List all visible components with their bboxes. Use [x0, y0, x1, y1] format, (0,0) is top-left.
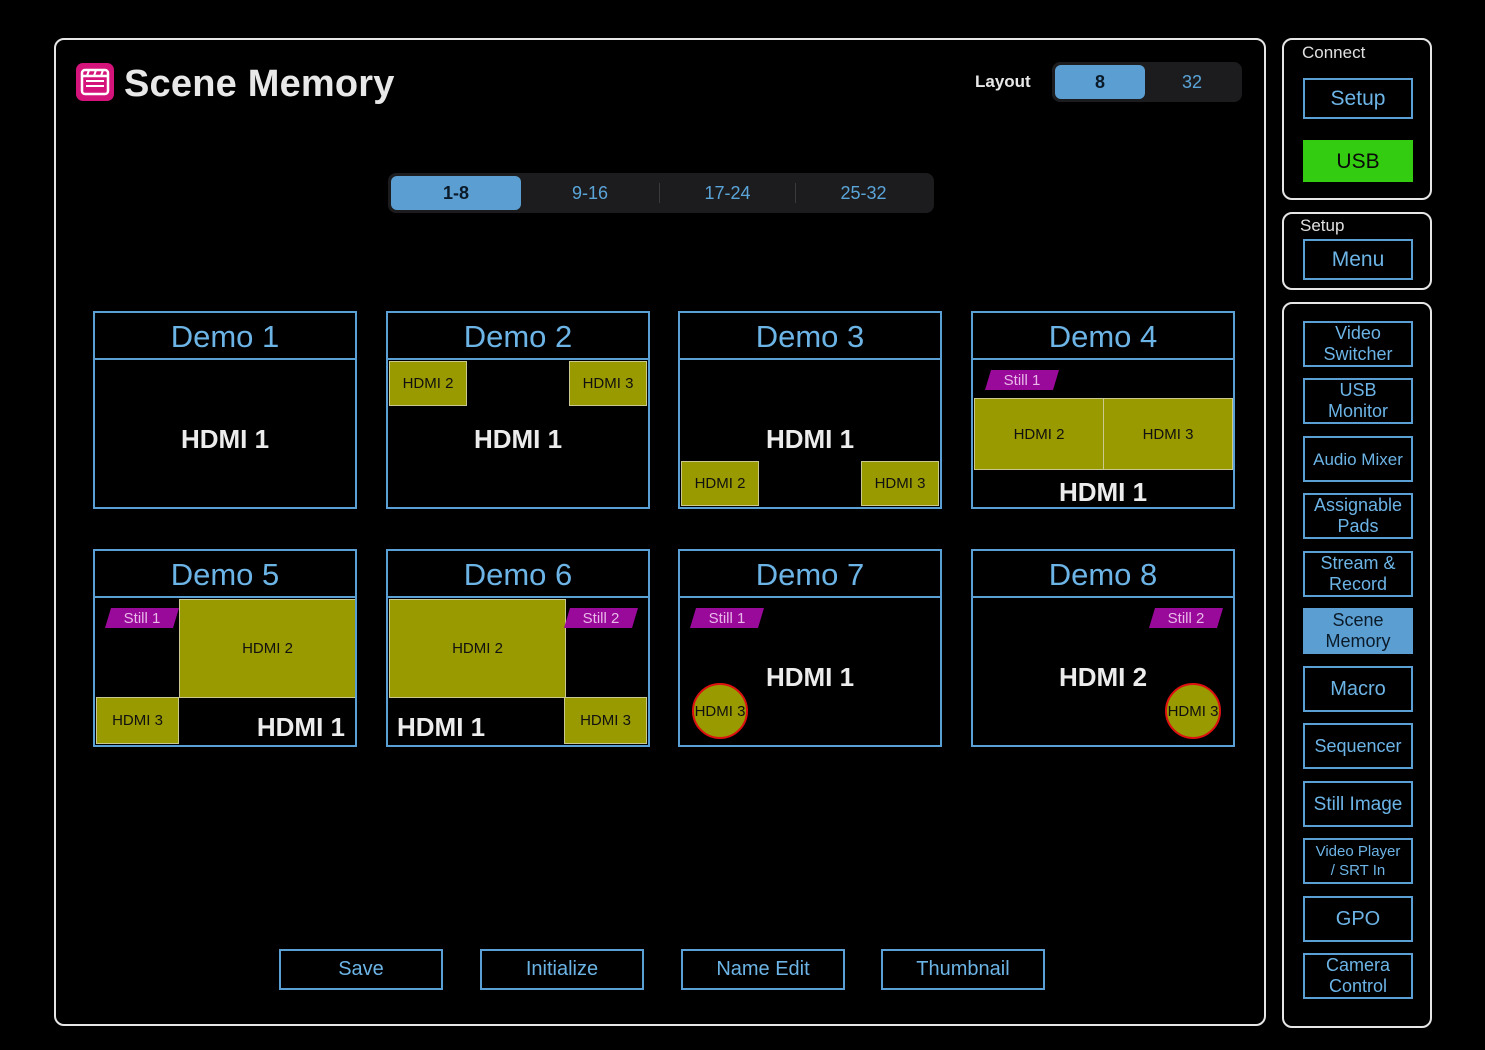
layout-label: Layout [975, 72, 1031, 91]
tab-range-17-24[interactable]: 17-24 [704, 182, 751, 203]
tab-range-25-32[interactable]: 25-32 [840, 182, 887, 203]
scene-tile-4[interactable]: Demo 4 Still 1 HDMI 2 HDMI 3 HDMI 1 [971, 311, 1235, 509]
menu-button[interactable]: Menu [1303, 239, 1413, 280]
setup-panel [1282, 212, 1432, 290]
nav-video-switcher[interactable]: Video Switcher [1303, 321, 1413, 367]
usb-button[interactable]: USB [1303, 140, 1413, 182]
nav-label: Audio Mixer [1313, 449, 1403, 469]
setup-label: Setup [1300, 216, 1345, 235]
source-left: HDMI 2 [974, 398, 1104, 470]
nav-label: Assignable Pads [1313, 495, 1403, 536]
main-source: HDMI 1 [1058, 477, 1148, 507]
nav-gpo[interactable]: GPO [1303, 896, 1413, 942]
nav-assignable-pads[interactable]: Assignable Pads [1303, 493, 1413, 539]
nav-macro[interactable]: Macro [1303, 666, 1413, 712]
main-source: HDMI 1 [256, 712, 345, 742]
setup-button[interactable]: Setup [1303, 78, 1413, 119]
nav-label: Stream & Record [1320, 553, 1396, 594]
scene-tile-2[interactable]: Demo 2 HDMI 2 HDMI 3 HDMI 1 [386, 311, 650, 509]
scene-name: Demo 2 [388, 313, 648, 360]
nav-sequencer[interactable]: Sequencer [1303, 723, 1413, 769]
tab-separator [659, 183, 660, 203]
scene-tile-3[interactable]: Demo 3 HDMI 1 HDMI 2 HDMI 3 [678, 311, 942, 509]
scene-preview: Still 1 HDMI 1 HDMI 3 [680, 598, 940, 745]
scene-preview: HDMI 2 Still 2 HDMI 3 HDMI 1 [388, 598, 648, 745]
nav-usb-monitor[interactable]: USB Monitor [1303, 378, 1413, 424]
page-title: Scene Memory [124, 63, 395, 105]
main-source: HDMI 1 [765, 662, 855, 692]
nav-label: Video Player / SRT In [1315, 843, 1401, 879]
scene-preview: Still 1 HDMI 2 HDMI 3 HDMI 1 [973, 360, 1233, 507]
main-panel [54, 38, 1266, 1026]
connect-label: Connect [1302, 43, 1366, 62]
nav-label: Video Switcher [1323, 323, 1393, 364]
nav-label: GPO [1335, 907, 1381, 930]
pip-source-left: HDMI 2 [681, 461, 759, 506]
scene-name: Demo 8 [973, 551, 1233, 598]
nav-video-player-srt-in[interactable]: Video Player / SRT In [1303, 838, 1413, 884]
pip-source-left: HDMI 2 [389, 361, 467, 406]
nav-label: Scene Memory [1325, 610, 1391, 651]
scene-name: Demo 7 [680, 551, 940, 598]
nav-still-image[interactable]: Still Image [1303, 781, 1413, 827]
still-tag: Still 2 [1149, 608, 1223, 628]
circle-source: HDMI 3 [1165, 683, 1221, 739]
main-source: HDMI 1 [397, 712, 486, 742]
scene-name: Demo 1 [95, 313, 355, 360]
source-right: HDMI 3 [1103, 398, 1233, 470]
layout-option-32[interactable]: 32 [1181, 71, 1203, 92]
scene-tile-5[interactable]: Demo 5 Still 1 HDMI 2 HDMI 3 HDMI 1 [93, 549, 357, 747]
nav-label: USB Monitor [1327, 380, 1389, 421]
scene-tile-1[interactable]: Demo 1 HDMI 1 [93, 311, 357, 509]
scene-name: Demo 5 [95, 551, 355, 598]
source-big: HDMI 2 [389, 599, 566, 698]
name-edit-button[interactable]: Name Edit [681, 949, 845, 990]
main-source: HDMI 1 [765, 424, 855, 454]
save-button[interactable]: Save [279, 949, 443, 990]
scene-tile-6[interactable]: Demo 6 HDMI 2 Still 2 HDMI 3 HDMI 1 [386, 549, 650, 747]
still-tag: Still 1 [690, 608, 764, 628]
scene-preview: Still 1 HDMI 2 HDMI 3 HDMI 1 [95, 598, 355, 745]
still-tag: Still 1 [985, 370, 1059, 390]
thumbnail-button[interactable]: Thumbnail [881, 949, 1045, 990]
tab-range-9-16[interactable]: 9-16 [571, 182, 609, 203]
scene-name: Demo 4 [973, 313, 1233, 360]
scene-name: Demo 3 [680, 313, 940, 360]
nav-label: Still Image [1313, 793, 1403, 815]
nav-audio-mixer[interactable]: Audio Mixer [1303, 436, 1413, 482]
main-source: HDMI 1 [473, 424, 563, 454]
pip-source-right: HDMI 3 [569, 361, 647, 406]
nav-panel [1282, 302, 1432, 1028]
scene-tile-8[interactable]: Demo 8 Still 2 HDMI 2 HDMI 3 [971, 549, 1235, 747]
source-small: HDMI 3 [564, 697, 647, 744]
layout-option-8[interactable]: 8 [1055, 65, 1145, 99]
scene-memory-icon [76, 63, 114, 101]
pip-source-right: HDMI 3 [861, 461, 939, 506]
scene-preview: HDMI 2 HDMI 3 HDMI 1 [388, 360, 648, 507]
layout-segmented-control: 8 32 [1052, 62, 1242, 102]
range-tabs: 1-8 9-16 17-24 25-32 [388, 173, 934, 213]
scene-tile-7[interactable]: Demo 7 Still 1 HDMI 1 HDMI 3 [678, 549, 942, 747]
still-tag: Still 2 [564, 608, 638, 628]
scene-preview: HDMI 1 [95, 360, 355, 507]
source-big: HDMI 2 [179, 599, 355, 698]
connect-panel [1282, 38, 1432, 200]
tab-range-1-8[interactable]: 1-8 [391, 176, 521, 210]
nav-label: Camera Control [1325, 955, 1391, 996]
tab-separator [795, 183, 796, 203]
nav-label: Sequencer [1314, 735, 1402, 756]
nav-camera-control[interactable]: Camera Control [1303, 953, 1413, 999]
main-source: HDMI 1 [180, 424, 270, 454]
main-source: HDMI 2 [1058, 662, 1148, 692]
nav-stream-record[interactable]: Stream & Record [1303, 551, 1413, 597]
initialize-button[interactable]: Initialize [480, 949, 644, 990]
nav-scene-memory[interactable]: Scene Memory [1303, 608, 1413, 654]
circle-source: HDMI 3 [692, 683, 748, 739]
still-tag: Still 1 [105, 608, 179, 628]
scene-name: Demo 6 [388, 551, 648, 598]
source-small: HDMI 3 [96, 697, 179, 744]
scene-preview: HDMI 1 HDMI 2 HDMI 3 [680, 360, 940, 507]
nav-label: Macro [1330, 677, 1386, 700]
scene-preview: Still 2 HDMI 2 HDMI 3 [973, 598, 1233, 745]
